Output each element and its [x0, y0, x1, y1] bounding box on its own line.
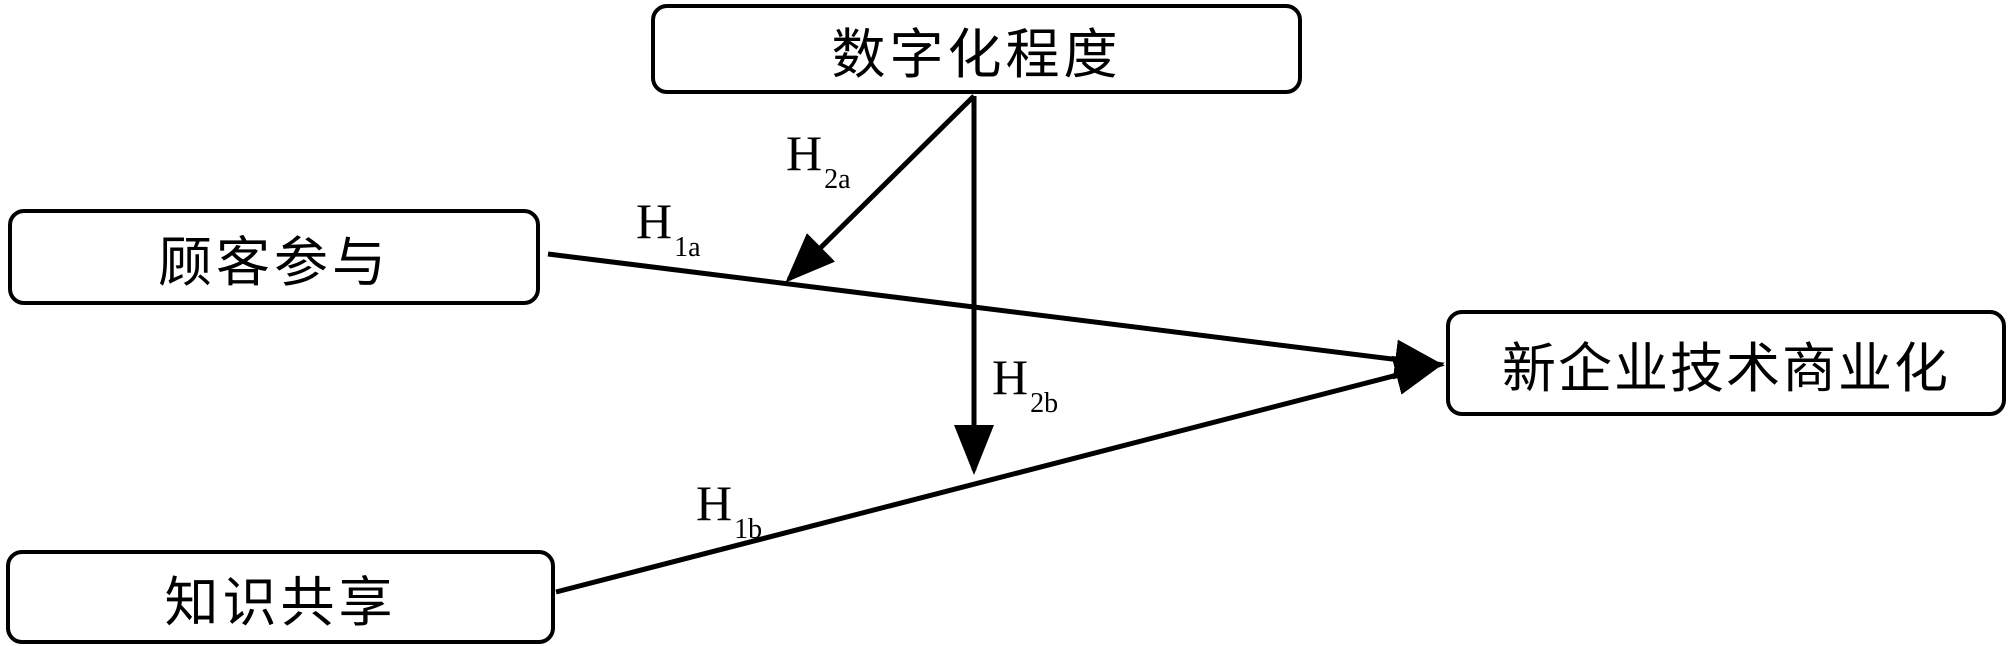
hypothesis-h1a-label: H1a — [636, 193, 701, 262]
hypothesis-h2b-sub: 2b — [1030, 388, 1059, 419]
knowledge-sharing-node: 知识共享 — [6, 550, 555, 644]
arrow-h1b — [555, 355, 1445, 595]
hypothesis-h2a-label: H2a — [786, 125, 851, 194]
digitalization-degree-label: 数字化程度 — [831, 22, 1122, 86]
arrow-h2a — [785, 94, 976, 283]
knowledge-sharing-label: 知识共享 — [164, 570, 397, 634]
hypothesis-h2b-main: H — [992, 349, 1029, 405]
arrow-h1a — [547, 251, 1445, 380]
hypothesis-h2b-label: H2b — [992, 349, 1058, 418]
hypothesis-h2a-sub: 2a — [824, 164, 851, 195]
hypothesis-h1b-label: H1b — [696, 475, 762, 544]
customer-participation-label: 顾客参与 — [158, 230, 390, 294]
tech-commercialization-label: 新企业技术商业化 — [1502, 336, 1950, 400]
hypothesis-h1a-main: H — [636, 193, 673, 249]
hypothesis-h1b-sub: 1b — [734, 514, 763, 545]
hypothesis-h1b-main: H — [696, 475, 733, 531]
customer-participation-node: 顾客参与 — [8, 209, 540, 305]
hypothesis-h1a-sub: 1a — [674, 232, 701, 263]
hypothesis-h2a-main: H — [786, 125, 823, 181]
tech-commercialization-node: 新企业技术商业化 — [1446, 310, 2006, 416]
digitalization-degree-node: 数字化程度 — [651, 4, 1302, 94]
